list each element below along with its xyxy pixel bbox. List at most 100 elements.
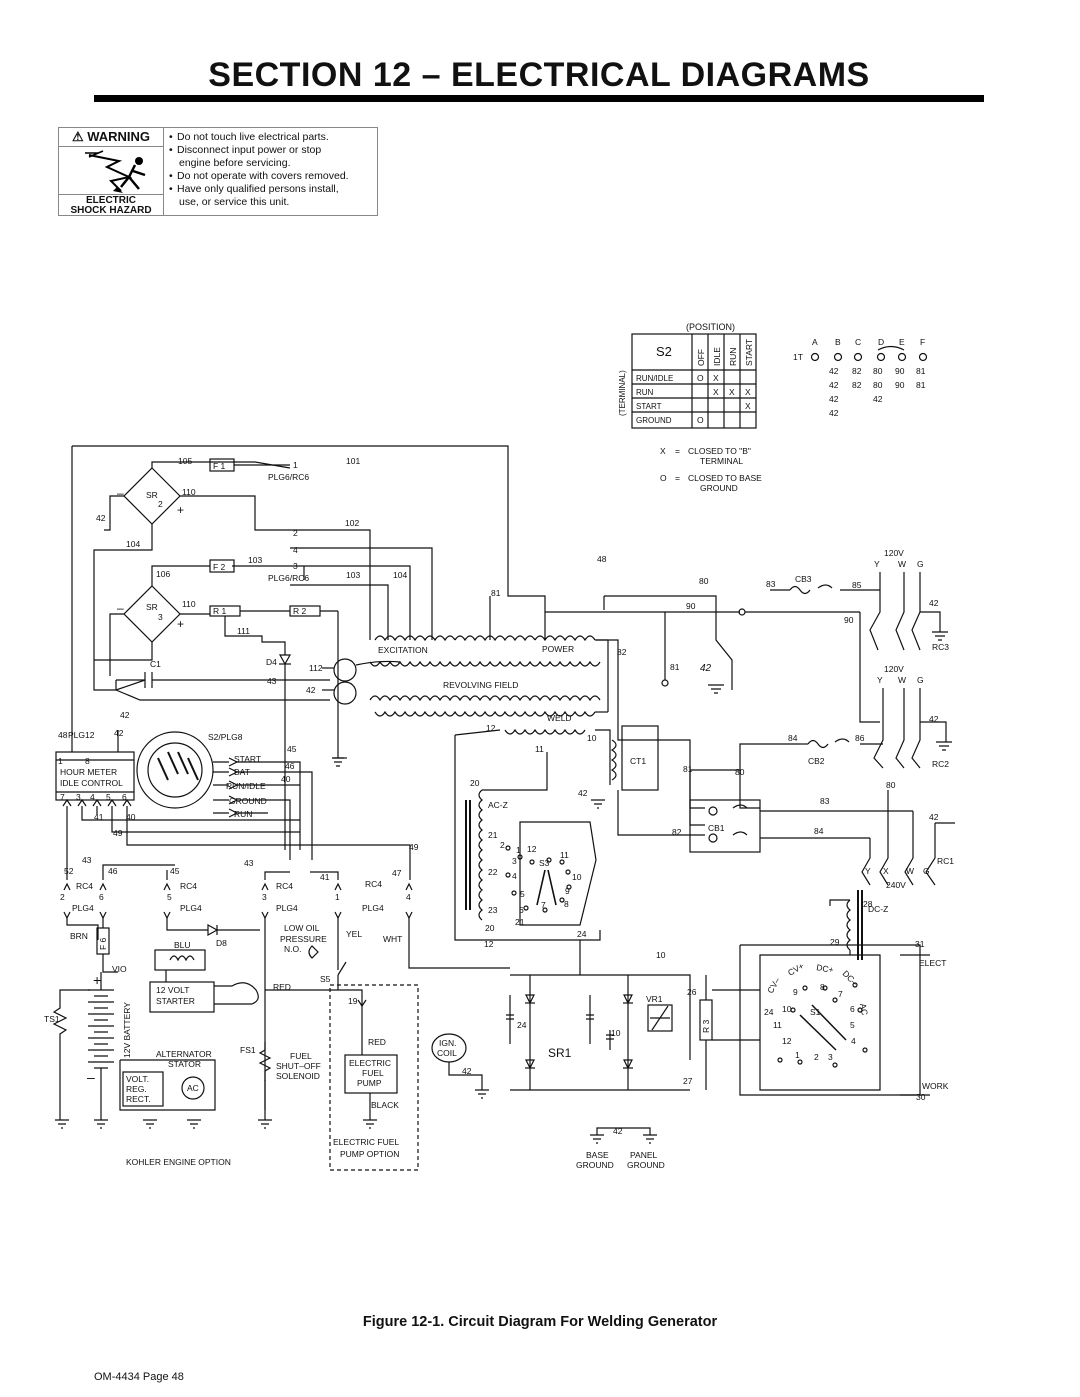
svg-text:85: 85 bbox=[852, 580, 862, 590]
label-power: POWER bbox=[542, 644, 574, 654]
cell: X bbox=[745, 401, 751, 411]
label-starter2: STARTER bbox=[156, 996, 195, 1006]
svg-text:3: 3 bbox=[158, 612, 163, 622]
svg-text:24: 24 bbox=[764, 1007, 774, 1017]
label-vr1: VR1 bbox=[646, 994, 663, 1004]
svg-text:23: 23 bbox=[488, 905, 498, 915]
svg-text:3: 3 bbox=[262, 892, 267, 902]
label-s1: S1 bbox=[810, 1007, 821, 1017]
svg-text:42: 42 bbox=[306, 685, 316, 695]
label-cv-minus: CV– bbox=[765, 975, 782, 995]
label-dc-plus: DC+ bbox=[816, 962, 835, 975]
figure-caption: Figure 12-1. Circuit Diagram For Welding… bbox=[362, 1314, 718, 1330]
svg-text:40: 40 bbox=[281, 774, 291, 784]
label-plg4: PLG4 bbox=[362, 903, 384, 913]
svg-text:–: – bbox=[117, 486, 124, 500]
label-pump3: PUMP bbox=[357, 1078, 382, 1088]
label-rc4: RC4 bbox=[180, 881, 197, 891]
legend-sym: X bbox=[660, 446, 666, 456]
hazard-label: ELECTRIC SHOCK HAZARD bbox=[59, 194, 163, 216]
svg-text:7: 7 bbox=[838, 989, 843, 999]
position-label: (POSITION) bbox=[686, 322, 735, 332]
svg-text:19: 19 bbox=[348, 996, 358, 1006]
legend-line: GROUND bbox=[700, 483, 738, 493]
svg-text:42: 42 bbox=[120, 710, 130, 720]
svg-text:10: 10 bbox=[572, 872, 582, 882]
label-revolving-field: REVOLVING FIELD bbox=[443, 680, 518, 690]
row-label: RUN bbox=[636, 388, 654, 397]
svg-text:24: 24 bbox=[577, 929, 587, 939]
label-d8: D8 bbox=[216, 938, 227, 948]
svg-text:42: 42 bbox=[929, 714, 939, 724]
cell: X bbox=[729, 387, 735, 397]
tb-cell: 90 bbox=[895, 366, 905, 376]
label-fuel1: FUEL bbox=[290, 1051, 312, 1061]
page-title: SECTION 12 – ELECTRICAL DIAGRAMS bbox=[208, 56, 870, 94]
svg-text:1: 1 bbox=[58, 756, 63, 766]
label-vrr3: RECT. bbox=[126, 1094, 151, 1104]
warning-list: •Do not touch live electrical parts. •Di… bbox=[169, 131, 374, 209]
terminal-label: (TERMINAL) bbox=[618, 370, 627, 416]
label-acz: AC-Z bbox=[488, 800, 508, 810]
svg-text:48: 48 bbox=[597, 554, 607, 564]
col-idle: IDLE bbox=[712, 347, 722, 366]
svg-text:42: 42 bbox=[578, 788, 588, 798]
svg-text:Y: Y bbox=[877, 675, 883, 685]
svg-text:110: 110 bbox=[182, 487, 196, 497]
svg-text:20: 20 bbox=[470, 778, 480, 788]
label-starter1: 12 VOLT bbox=[156, 985, 189, 995]
label-ct1: CT1 bbox=[630, 756, 646, 766]
svg-text:10: 10 bbox=[656, 950, 666, 960]
cell: X bbox=[713, 373, 719, 383]
svg-text:1: 1 bbox=[293, 460, 298, 470]
svg-text:+: + bbox=[177, 617, 184, 631]
svg-text:101: 101 bbox=[346, 456, 360, 466]
tb-cell: 80 bbox=[873, 380, 883, 390]
legend-line: CLOSED TO "B" bbox=[688, 446, 751, 456]
label-alt2: STATOR bbox=[168, 1059, 201, 1069]
label-red2: RED bbox=[368, 1037, 386, 1047]
label-low-oil1: LOW OIL bbox=[284, 923, 320, 933]
label-rc3: RC3 bbox=[932, 642, 949, 652]
svg-text:Y: Y bbox=[865, 866, 871, 876]
warning-item: •Have only qualified persons install, bbox=[169, 183, 339, 195]
svg-text:3: 3 bbox=[828, 1052, 833, 1062]
label-start: START bbox=[234, 754, 261, 764]
label-f6: F 6 bbox=[98, 937, 108, 950]
svg-text:26: 26 bbox=[687, 987, 697, 997]
label-bat: BAT bbox=[234, 767, 250, 777]
label-fs1: FS1 bbox=[240, 1045, 256, 1055]
tb-cell: 82 bbox=[852, 380, 862, 390]
label-wht: WHT bbox=[383, 934, 402, 944]
svg-text:3: 3 bbox=[512, 856, 517, 866]
label-120v: 120V bbox=[884, 548, 904, 558]
svg-text:2: 2 bbox=[814, 1052, 819, 1062]
label-ac-gen: AC bbox=[187, 1083, 199, 1093]
hazard-line2: SHOCK HAZARD bbox=[70, 205, 152, 216]
svg-text:G: G bbox=[917, 675, 924, 685]
svg-text:30: 30 bbox=[916, 1092, 926, 1102]
svg-text:82: 82 bbox=[672, 827, 682, 837]
label-pump2: FUEL bbox=[362, 1068, 384, 1078]
label-excitation: EXCITATION bbox=[378, 645, 428, 655]
svg-text:4: 4 bbox=[512, 871, 517, 881]
label-d4: D4 bbox=[266, 657, 277, 667]
tb-cell: 90 bbox=[895, 380, 905, 390]
svg-text:10: 10 bbox=[587, 733, 597, 743]
svg-text:84: 84 bbox=[788, 733, 798, 743]
svg-text:46: 46 bbox=[285, 761, 295, 771]
s2-label: S2 bbox=[656, 344, 672, 359]
svg-text:49: 49 bbox=[113, 828, 123, 838]
label-s5: S5 bbox=[320, 974, 331, 984]
legend-eq: = bbox=[675, 446, 680, 456]
label-plg12: PLG12 bbox=[68, 730, 95, 740]
svg-text:1: 1 bbox=[516, 845, 521, 855]
tb-cell: 81 bbox=[916, 380, 926, 390]
svg-text:42: 42 bbox=[700, 663, 712, 674]
svg-text:49: 49 bbox=[409, 842, 419, 852]
warning-item: •Do not operate with covers removed. bbox=[169, 170, 349, 182]
svg-text:29: 29 bbox=[830, 937, 840, 947]
svg-text:5: 5 bbox=[167, 892, 172, 902]
label-battery: 12V BATTERY bbox=[122, 1002, 132, 1058]
label-panel2: GROUND bbox=[627, 1160, 665, 1170]
